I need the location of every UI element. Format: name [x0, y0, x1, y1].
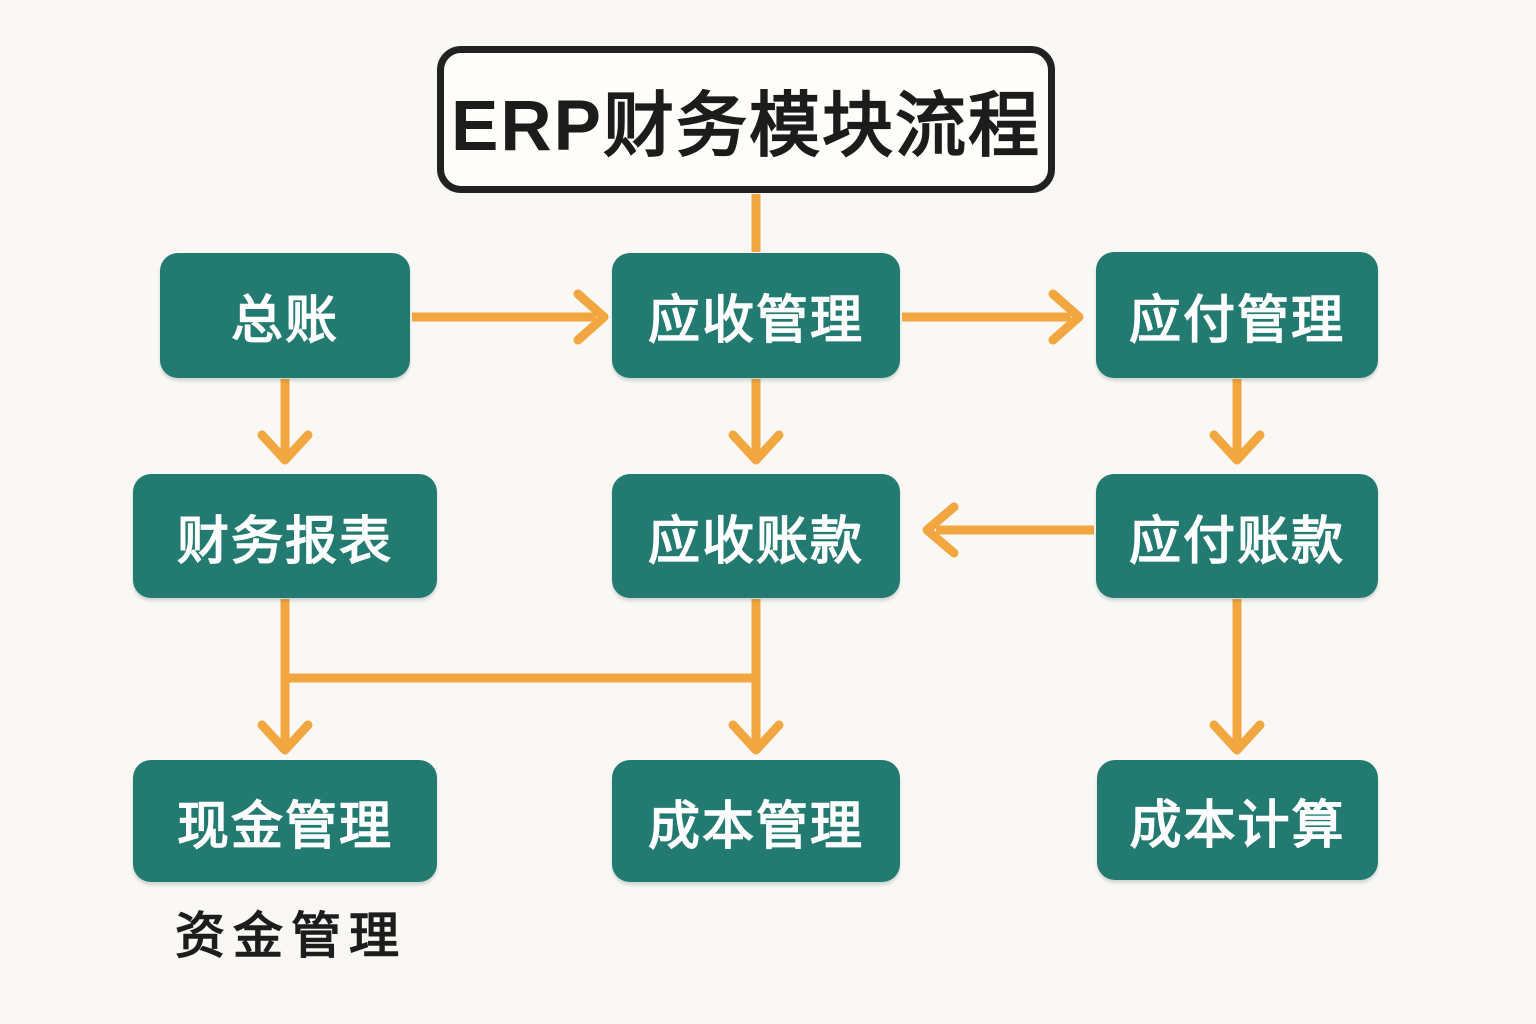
node-payables-management: 应付管理 — [1096, 252, 1378, 378]
node-financial-statements: 财务报表 — [133, 474, 437, 598]
arrowhead-down-icon — [1209, 430, 1265, 465]
node-accounts-receivable: 应收账款 — [612, 474, 900, 598]
arrowhead-down-icon — [257, 430, 313, 465]
arrowhead-right-icon — [573, 289, 609, 345]
diagram-title-box: ERP财务模块流程 — [437, 46, 1055, 193]
arrowhead-down-icon — [1209, 720, 1265, 755]
arrowhead-down-icon — [728, 720, 784, 755]
arrowhead-left-icon — [922, 502, 959, 558]
node-general-ledger: 总账 — [160, 253, 410, 378]
caption-fund-management: 资金管理 — [175, 908, 407, 964]
node-cost-calculation: 成本计算 — [1097, 760, 1378, 880]
diagram-title: ERP财务模块流程 — [451, 86, 1041, 166]
arrowhead-down-icon — [257, 720, 313, 755]
arrowhead-right-icon — [1048, 289, 1084, 345]
node-accounts-payable: 应付账款 — [1096, 474, 1378, 598]
node-cost-management: 成本管理 — [612, 760, 900, 882]
node-receivables-management: 应收管理 — [612, 253, 900, 378]
node-cash-management: 现金管理 — [133, 760, 437, 882]
arrowhead-down-icon — [728, 430, 784, 465]
